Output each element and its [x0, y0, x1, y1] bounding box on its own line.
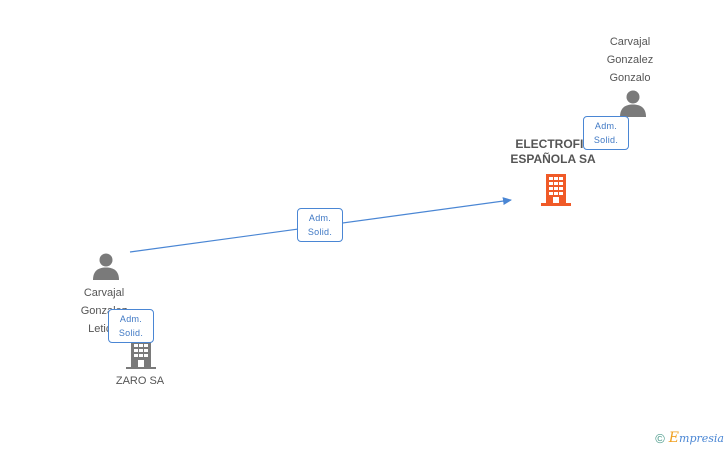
- person-icon[interactable]: [91, 251, 121, 281]
- role-badge-line2: Solid.: [118, 328, 144, 338]
- person-icon[interactable]: [618, 88, 648, 118]
- empresia-logo: Empresia: [668, 430, 724, 446]
- person-label-gonzalo[interactable]: Carvajal Gonzalez Gonzalo: [606, 36, 654, 84]
- building-icon[interactable]: [125, 340, 157, 370]
- empresia-watermark: © Empresia: [655, 430, 724, 446]
- role-badge-line1: Adm.: [308, 213, 332, 223]
- role-badge-line2: Solid.: [307, 227, 333, 237]
- role-badge[interactable]: Adm. Solid.: [297, 208, 343, 242]
- company-label-zaro[interactable]: ZARO SA: [115, 375, 165, 387]
- company-label-electrofil[interactable]: ELECTROFIL ESPAÑOLA SA: [510, 137, 596, 166]
- role-badge-line1: Adm.: [119, 314, 143, 324]
- role-badge[interactable]: Adm. Solid.: [108, 309, 154, 343]
- building-icon[interactable]: [540, 173, 572, 207]
- role-badge[interactable]: Adm. Solid.: [583, 116, 629, 150]
- role-badge-line1: Adm.: [594, 121, 618, 131]
- copyright-symbol: ©: [655, 430, 665, 446]
- role-badge-line2: Solid.: [593, 135, 619, 145]
